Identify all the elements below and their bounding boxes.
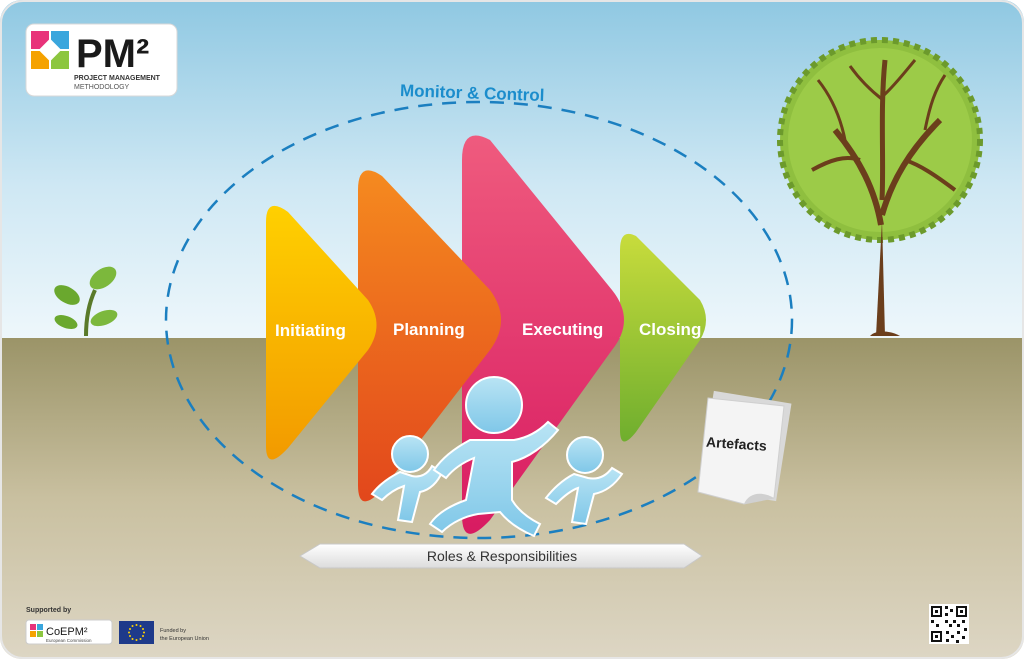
eu-flag-icon [119, 621, 154, 644]
phase-closing-label: Closing [639, 320, 701, 339]
logo-name: PM² [76, 32, 149, 76]
eu-funded-line-2: the European Union [160, 636, 209, 642]
eu-funded-line-1: Funded by [160, 628, 186, 634]
coe-subtitle: European Commission [46, 638, 92, 643]
qr-code-icon[interactable] [929, 604, 969, 644]
logo-tagline-2: METHODOLOGY [74, 84, 130, 91]
phase-initiating-label: Initiating [275, 321, 346, 340]
logo-tagline-1: PROJECT MANAGEMENT [74, 75, 161, 82]
coe-name: CoEPM² [46, 626, 88, 638]
supported-by-label: Supported by [26, 607, 71, 614]
phase-executing-label: Executing [522, 320, 603, 339]
phase-planning-label: Planning [393, 320, 465, 339]
roles-responsibilities-label: Roles & Responsibilities [427, 548, 577, 564]
